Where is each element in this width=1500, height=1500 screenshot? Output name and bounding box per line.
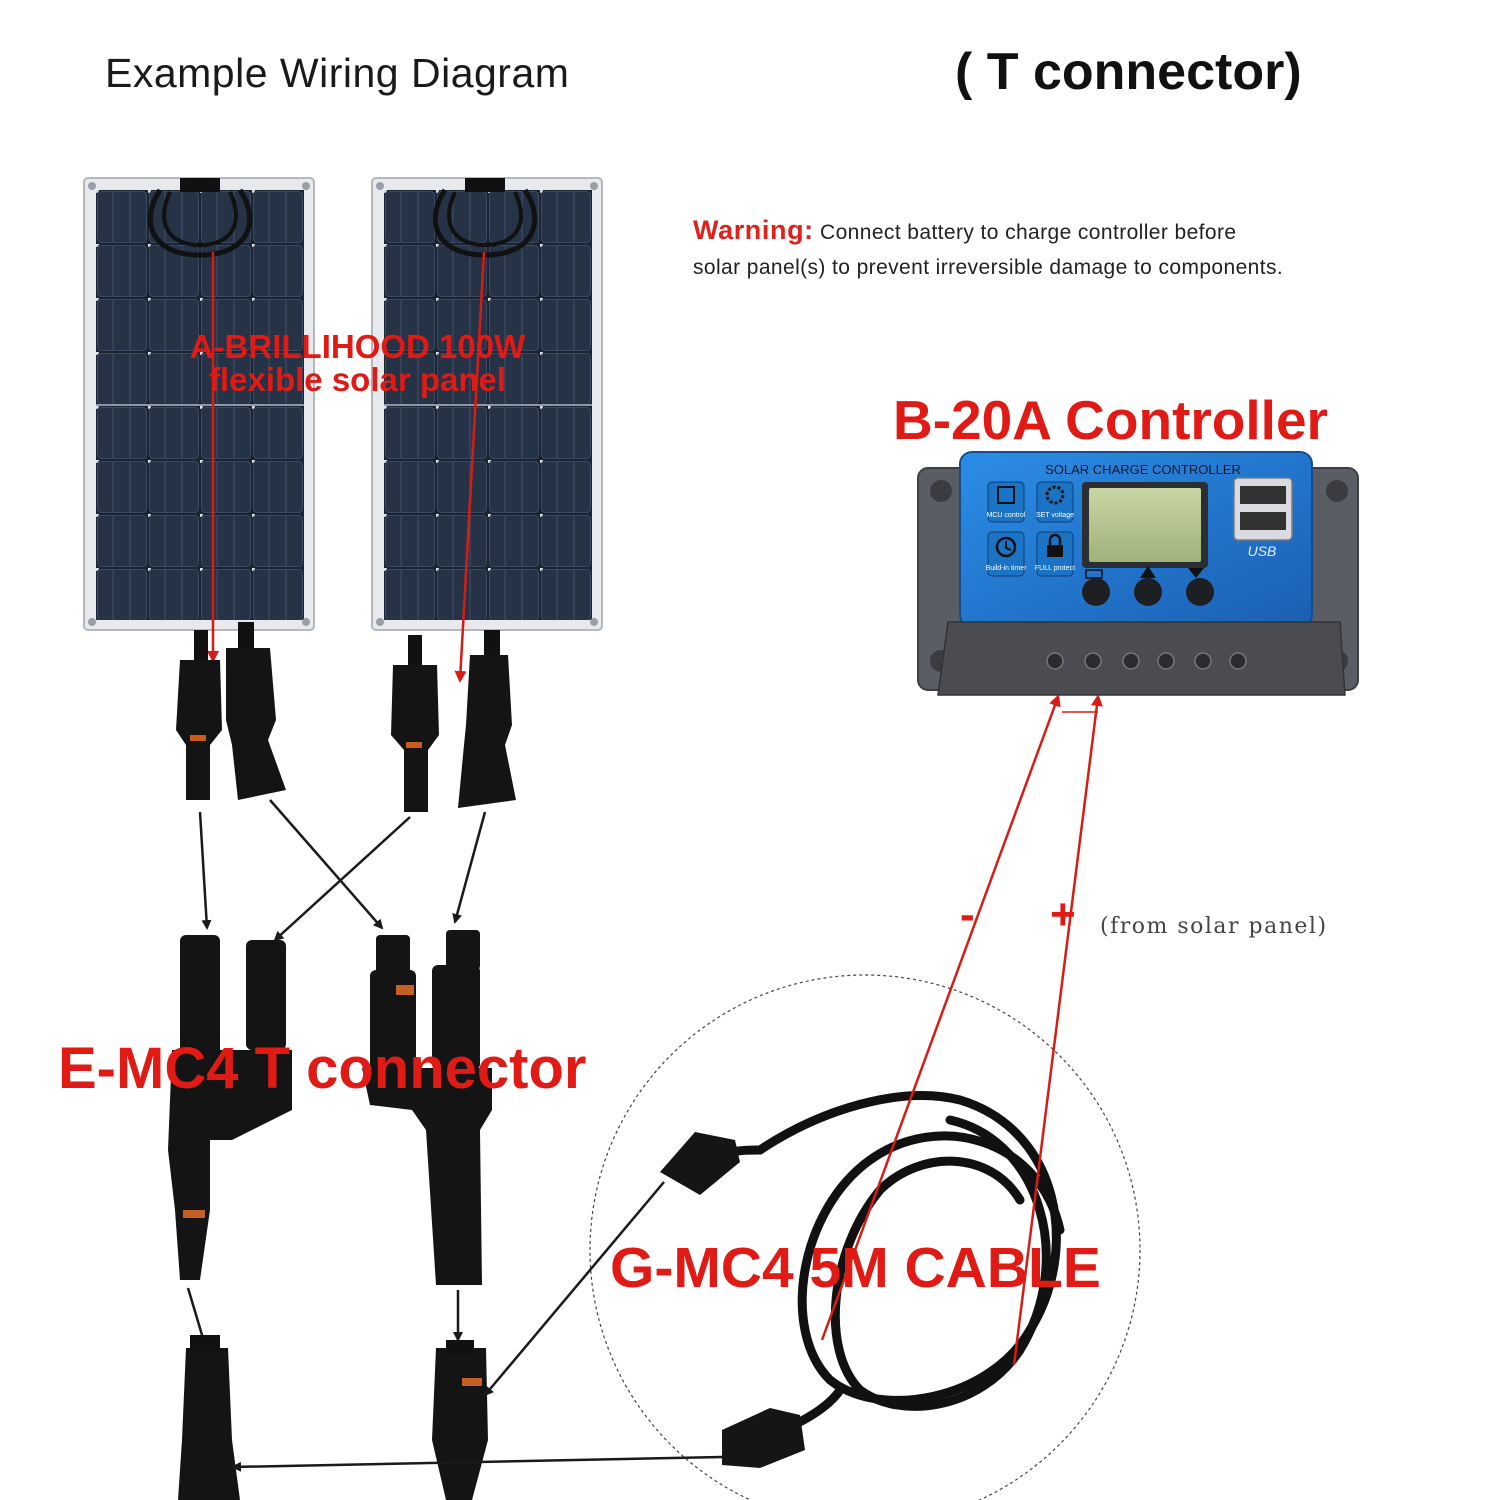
clock-icon	[995, 536, 1017, 558]
t-connector-label: E-MC4 T connector	[58, 1036, 587, 1101]
panel-to-t-arrows	[198, 799, 487, 942]
from-solar-panel-note: (from solar panel)	[1100, 914, 1328, 939]
t-connector-right	[362, 930, 492, 1285]
warning-line1: Connect battery to charge controller bef…	[820, 221, 1237, 244]
controller-icon-label-timer: Build-in timer	[986, 565, 1028, 572]
warning-line2: solar panel(s) to prevent irreversible d…	[693, 256, 1284, 279]
lock-icon	[1047, 545, 1063, 557]
diagram-subtitle: ( T connector)	[955, 43, 1302, 101]
mc4-5m-cable-coil	[589, 974, 1141, 1500]
solar-panel-label-line2: flexible solar panel	[208, 361, 507, 398]
panel-mc4-connectors	[176, 622, 516, 812]
plus-lead-arrow	[1012, 694, 1103, 1366]
panel2-lead-arrow	[454, 251, 486, 683]
diagram-title: Example Wiring Diagram	[105, 50, 570, 96]
solar-panel-label: A-BRILLIHOOD 100W flexible solar panel	[135, 330, 580, 396]
cable-label: G-MC4 5M CABLE	[610, 1236, 1101, 1300]
bottom-connectors	[178, 1335, 488, 1500]
charge-controller	[917, 451, 1359, 696]
controller-label: B-20A Controller	[893, 389, 1328, 451]
gear-icon	[1045, 485, 1065, 505]
controller-usb-label: USB	[1248, 543, 1277, 559]
controller-button-up	[1134, 578, 1162, 606]
solar-panel-label-line1: A-BRILLIHOOD 100W	[189, 328, 526, 365]
warning-note: Warning: Connect battery to charge contr…	[693, 213, 1283, 285]
controller-icon-label-mcu: MCU control	[987, 512, 1026, 519]
minus-lead-arrow	[820, 694, 1061, 1341]
solar-panel-right	[371, 177, 603, 631]
controller-icon-label-set: SET voltage	[1036, 512, 1074, 519]
plus-sign: +	[1050, 890, 1076, 939]
controller-icon-label-protect: FULL protect	[1035, 565, 1075, 572]
chip-icon	[997, 486, 1015, 504]
warning-label: Warning:	[693, 215, 814, 245]
controller-button-down	[1186, 578, 1214, 606]
minus-sign: -	[960, 890, 975, 939]
controller-button-menu	[1082, 578, 1110, 606]
t-connector-left	[168, 935, 292, 1280]
solar-panel-left	[83, 177, 315, 631]
controller-header-text: SOLAR CHARGE CONTROLLER	[1045, 462, 1241, 477]
